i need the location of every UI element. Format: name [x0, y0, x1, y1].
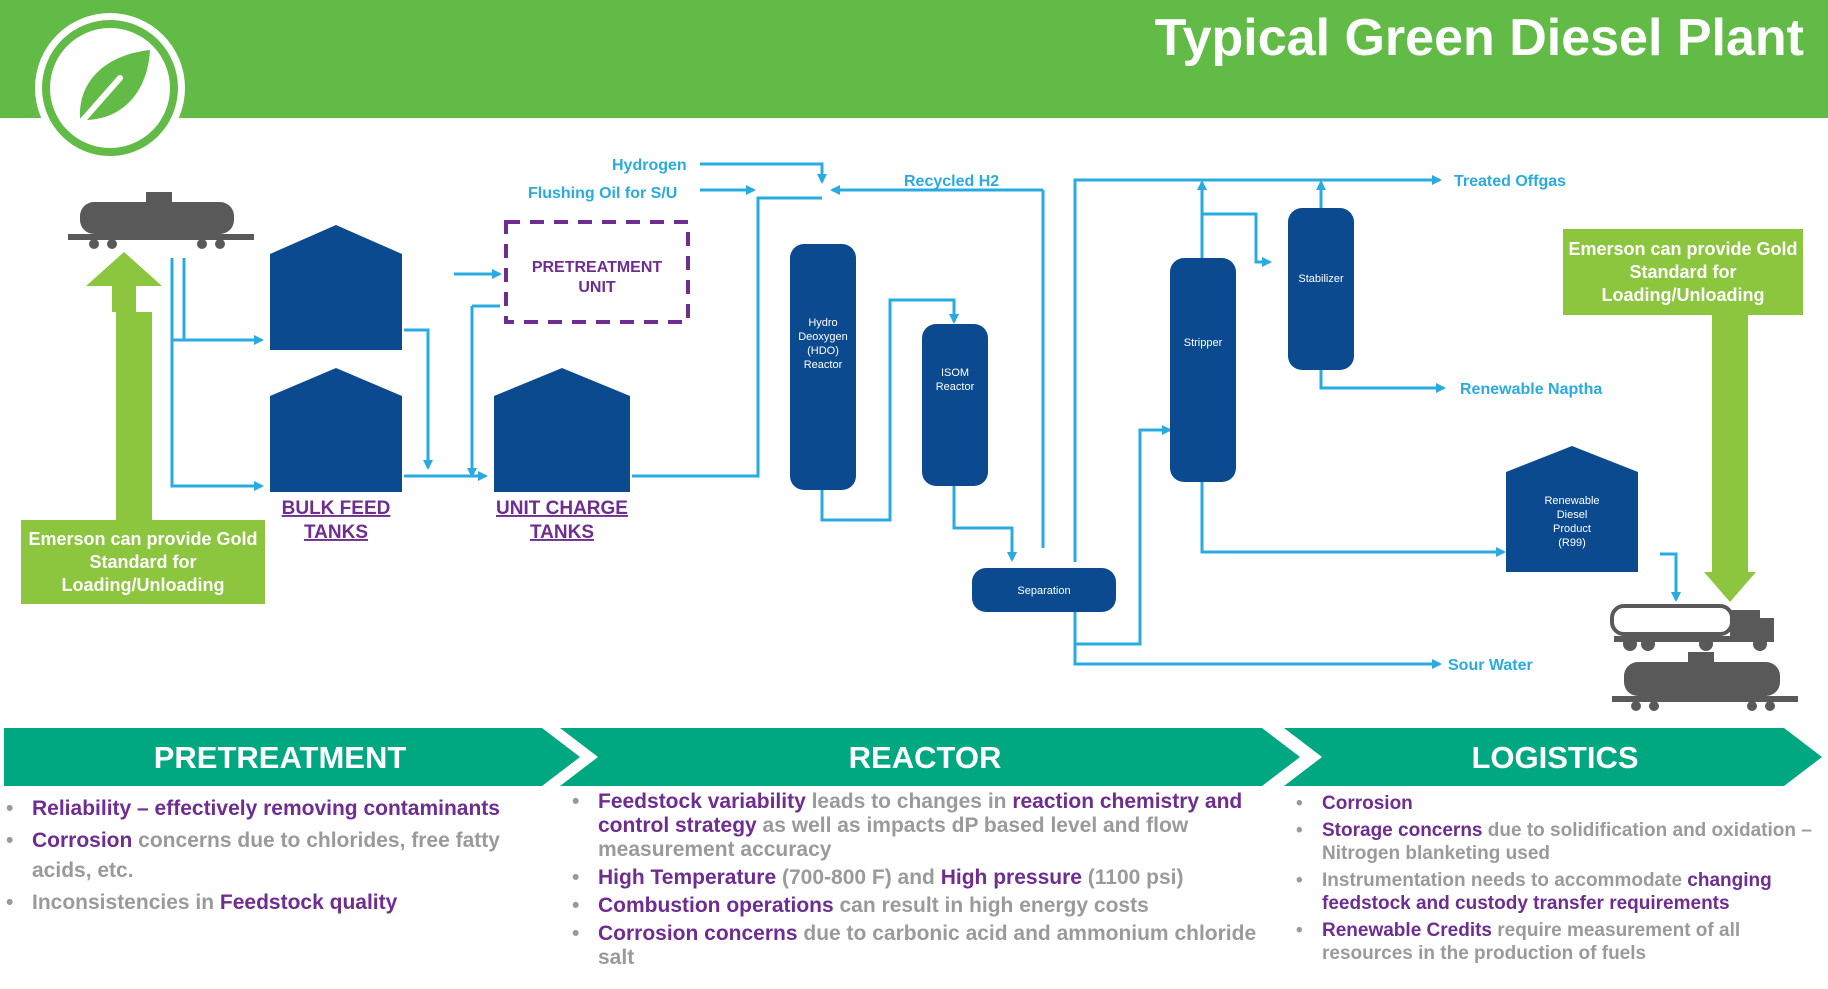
label-renewable-naptha: Renewable Naptha	[1460, 381, 1602, 398]
bullet-item: Storage concerns due to solidification a…	[1292, 819, 1828, 865]
bullet-text: Corrosion	[1322, 793, 1413, 814]
callout-right: Emerson can provide Gold Standard for Lo…	[1563, 229, 1803, 315]
label-hdo-2: Deoxygen	[798, 331, 848, 343]
label-stripper: Stripper	[1184, 337, 1223, 349]
rail-car-right-icon	[1612, 652, 1798, 711]
label-diesel-1: Renewable	[1544, 495, 1599, 507]
label-bulk-feed-2: TANKS	[304, 522, 368, 543]
section-title-logistics: LOGISTICS	[1471, 740, 1639, 775]
label-unit-charge-2: TANKS	[530, 522, 594, 543]
label-unit-charge-1: UNIT CHARGE	[496, 498, 628, 519]
pretreatment-unit-box	[504, 220, 690, 324]
label-sour-water: Sour Water	[1448, 657, 1533, 674]
page-title: Typical Green Diesel Plant	[1154, 9, 1804, 67]
bullet-item: Instrumentation needs to accommodate cha…	[1292, 869, 1828, 915]
bullet-text: Inconsistencies in	[32, 891, 220, 914]
label-diesel-4: (R99)	[1558, 537, 1586, 549]
label-hydrogen: Hydrogen	[612, 157, 687, 174]
bullet-item: Reliability – effectively removing conta…	[2, 794, 542, 824]
label-isom-2: Reactor	[936, 381, 975, 393]
label-isom-1: ISOM	[941, 367, 969, 379]
bullet-item: High Temperature (700-800 F) and High pr…	[568, 866, 1268, 890]
renewable-diesel-tank	[1506, 446, 1638, 572]
label-pretreatment-1: PRETREATMENT	[532, 259, 663, 276]
stabilizer-vessel	[1288, 208, 1354, 370]
bullet-item: Combustion operations can result in high…	[568, 894, 1268, 918]
bullet-text: as well as impacts dP based level and fl…	[598, 814, 1189, 861]
bullet-text: leads to changes in	[805, 790, 1013, 813]
bullet-text: reaction chemistry and control strategy	[598, 790, 1243, 837]
rail-car-left-icon	[68, 192, 254, 249]
bullet-item: Inconsistencies in Feedstock quality	[2, 888, 542, 918]
bullet-item: Corrosion concerns due to chlorides, fre…	[2, 826, 542, 886]
leaf-icon	[73, 50, 150, 131]
bullet-text: due to solidification and oxidation – Ni…	[1322, 820, 1812, 864]
callout-arrows	[86, 252, 1756, 602]
bullet-item: Renewable Credits require measurement of…	[1292, 919, 1828, 965]
bullet-text: Feedstock variability	[598, 790, 806, 813]
bullet-text: High pressure	[940, 866, 1082, 889]
bullet-text: Combustion operations	[598, 894, 834, 917]
label-bulk-feed-1: BULK FEED	[282, 498, 391, 519]
isom-reactor-vessel	[922, 324, 988, 486]
bullet-text: Feedstock quality	[219, 891, 398, 914]
callout-left: Emerson can provide Gold Standard for Lo…	[21, 520, 265, 604]
pretreatment-bullets: Reliability – effectively removing conta…	[2, 794, 542, 920]
bullet-text: Corrosion concerns	[598, 922, 798, 945]
bullet-text: Corrosion	[32, 829, 133, 852]
label-recycled-h2: Recycled H2	[904, 173, 999, 190]
label-separation: Separation	[1017, 585, 1070, 597]
bullet-text: (1100 psi)	[1081, 866, 1184, 889]
bullet-text: require measurement of all resources in …	[1322, 920, 1741, 964]
hdo-reactor-vessel	[790, 244, 856, 490]
bullet-text: Renewable Credits	[1322, 920, 1492, 941]
label-pretreatment-2: UNIT	[578, 279, 616, 296]
bullet-text: Reliability – effectively removing conta…	[32, 797, 500, 820]
label-hdo-4: Reactor	[804, 359, 843, 371]
section-bands	[4, 728, 1822, 786]
bullet-item: Feedstock variability leads to changes i…	[568, 790, 1268, 862]
label-diesel-2: Diesel	[1557, 509, 1588, 521]
label-stabilizer: Stabilizer	[1298, 273, 1344, 285]
unit-charge-tank	[494, 368, 630, 492]
bullet-text: concerns due to chlorides, free fatty ac…	[32, 829, 500, 882]
section-title-reactor: REACTOR	[848, 740, 1002, 775]
tanker-truck-icon	[1610, 604, 1774, 651]
bullet-item: Corrosion	[1292, 792, 1828, 815]
bullet-text: can result in high energy costs	[833, 894, 1149, 917]
bullet-text: Instrumentation needs to accommodate	[1322, 870, 1688, 891]
stripper-vessel	[1170, 258, 1236, 482]
bullet-text: (700-800 F) and	[776, 866, 941, 889]
logo-badge	[36, 14, 184, 162]
label-flushing-oil: Flushing Oil for S/U	[528, 185, 677, 202]
label-treated-offgas: Treated Offgas	[1454, 173, 1566, 190]
bullet-text: High Temperature	[598, 866, 777, 889]
reactor-bullets: Feedstock variability leads to changes i…	[568, 790, 1268, 974]
header-bar	[0, 0, 1828, 118]
logistics-bullets: CorrosionStorage concerns due to solidif…	[1292, 792, 1828, 969]
bullet-text: changing feedstock and custody transfer …	[1322, 870, 1772, 914]
separation-vessel	[972, 568, 1116, 612]
section-title-pretreatment: PRETREATMENT	[153, 740, 407, 775]
bullet-text: due to carbonic acid and ammonium chlori…	[598, 922, 1257, 969]
bulk-feed-tanks	[270, 225, 402, 492]
flow-lines	[170, 162, 1681, 669]
bullet-item: Corrosion concerns due to carbonic acid …	[568, 922, 1268, 970]
bullet-text: Storage concerns	[1322, 820, 1483, 841]
label-hdo-1: Hydro	[808, 317, 837, 329]
label-diesel-3: Product	[1553, 523, 1591, 535]
label-hdo-3: (HDO)	[807, 345, 839, 357]
